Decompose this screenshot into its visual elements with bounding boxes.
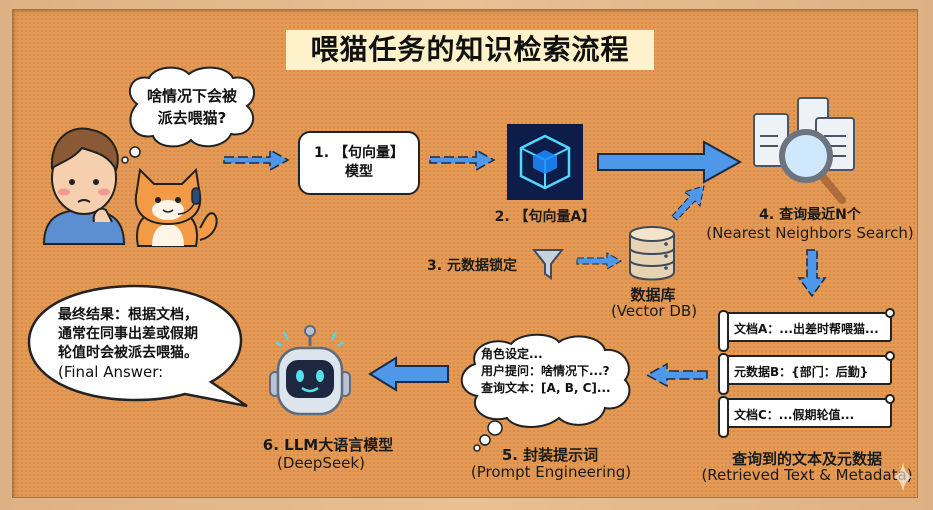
arrow-model-to-vector: [429, 148, 496, 172]
step2-label: 2. 【句向量A】: [494, 209, 596, 225]
page-title: 喂猫任务的知识检索流程: [286, 30, 654, 70]
final-answer-line: 最终结果：根据文档，: [58, 307, 198, 323]
prompt-line: 角色设定...: [481, 347, 543, 361]
database-label-en: (Vector DB): [610, 302, 698, 320]
arrow-db-to-search: [671, 185, 705, 221]
question-text: 啥情况下会被 派去喂猫?: [140, 85, 244, 129]
arrow-prompt-to-llm: [368, 356, 449, 392]
prompt-line: 查询文本：[A, B, C]...: [481, 381, 611, 395]
step5-label-en: (Prompt Engineering): [470, 463, 632, 481]
final-answer-line: 轮值时会被派去喂猫。: [58, 345, 198, 361]
funnel-icon: [531, 249, 565, 280]
prompt-text: 角色设定... 用户提问：啥情况下...? 查询文本：[A, B, C]...: [481, 346, 611, 397]
document-search-icon: [753, 97, 855, 204]
step4-label-cn: 4. 查询最近N个: [759, 207, 861, 223]
step1-sentence-vector-model: 1. 【句向量】 模型: [298, 131, 420, 195]
retrieved-label-en: (Retrieved Text & Metadata): [701, 466, 913, 484]
question-line-1: 啥情况下会被: [146, 87, 237, 105]
final-answer-speech-bubble: [27, 284, 248, 408]
final-answer-line: 通常在同事出差或假期: [58, 326, 198, 342]
cat-illustration: [134, 167, 218, 247]
prompt-line: 用户提问：啥情况下...?: [481, 364, 610, 378]
final-answer-text: 最终结果：根据文档， 通常在同事出差或假期 轮值时会被派去喂猫。 (Final …: [58, 306, 198, 382]
final-answer-line: (Final Answer:: [58, 363, 164, 381]
robot-icon: [269, 325, 351, 416]
step4-label-en: (Nearest Neighbors Search): [706, 224, 914, 242]
retrieved-label-cn: 查询到的文本及元数据: [731, 450, 882, 468]
step1-line-1: 1. 【句向量】: [314, 145, 404, 161]
retrieved-item: 文档C：...假期轮值...: [718, 394, 895, 438]
vector-cube-icon: [507, 124, 583, 200]
step1-line-2: 模型: [345, 164, 373, 180]
arrow-vector-to-search: [597, 140, 743, 184]
prompt-thought-cloud: [460, 333, 631, 452]
step3-label: 3. 元数据锁定: [427, 258, 517, 274]
question-thought-bubble: [121, 66, 255, 164]
person-illustration: [42, 127, 126, 245]
arrow-user-to-model: [223, 148, 290, 172]
step6-label-en: (DeepSeek): [277, 454, 365, 472]
sparkle-icon: [893, 462, 913, 492]
retrieved-item: 元数据B：{部门：后勤}: [718, 351, 895, 395]
database-icon: [629, 226, 675, 281]
step6-label-cn: 6. LLM大语言模型: [262, 436, 394, 454]
database-label-cn: 数据库: [630, 286, 676, 304]
step5-label-cn: 5. 封装提示词: [501, 446, 599, 464]
arrow-search-to-results: [797, 249, 827, 298]
arrow-funnel-to-db: [576, 252, 623, 270]
arrow-results-to-prompt: [645, 362, 708, 388]
question-line-2: 派去喂猫?: [157, 109, 227, 127]
retrieved-item: 文档A：...出差时帮喂猫...: [718, 308, 895, 352]
